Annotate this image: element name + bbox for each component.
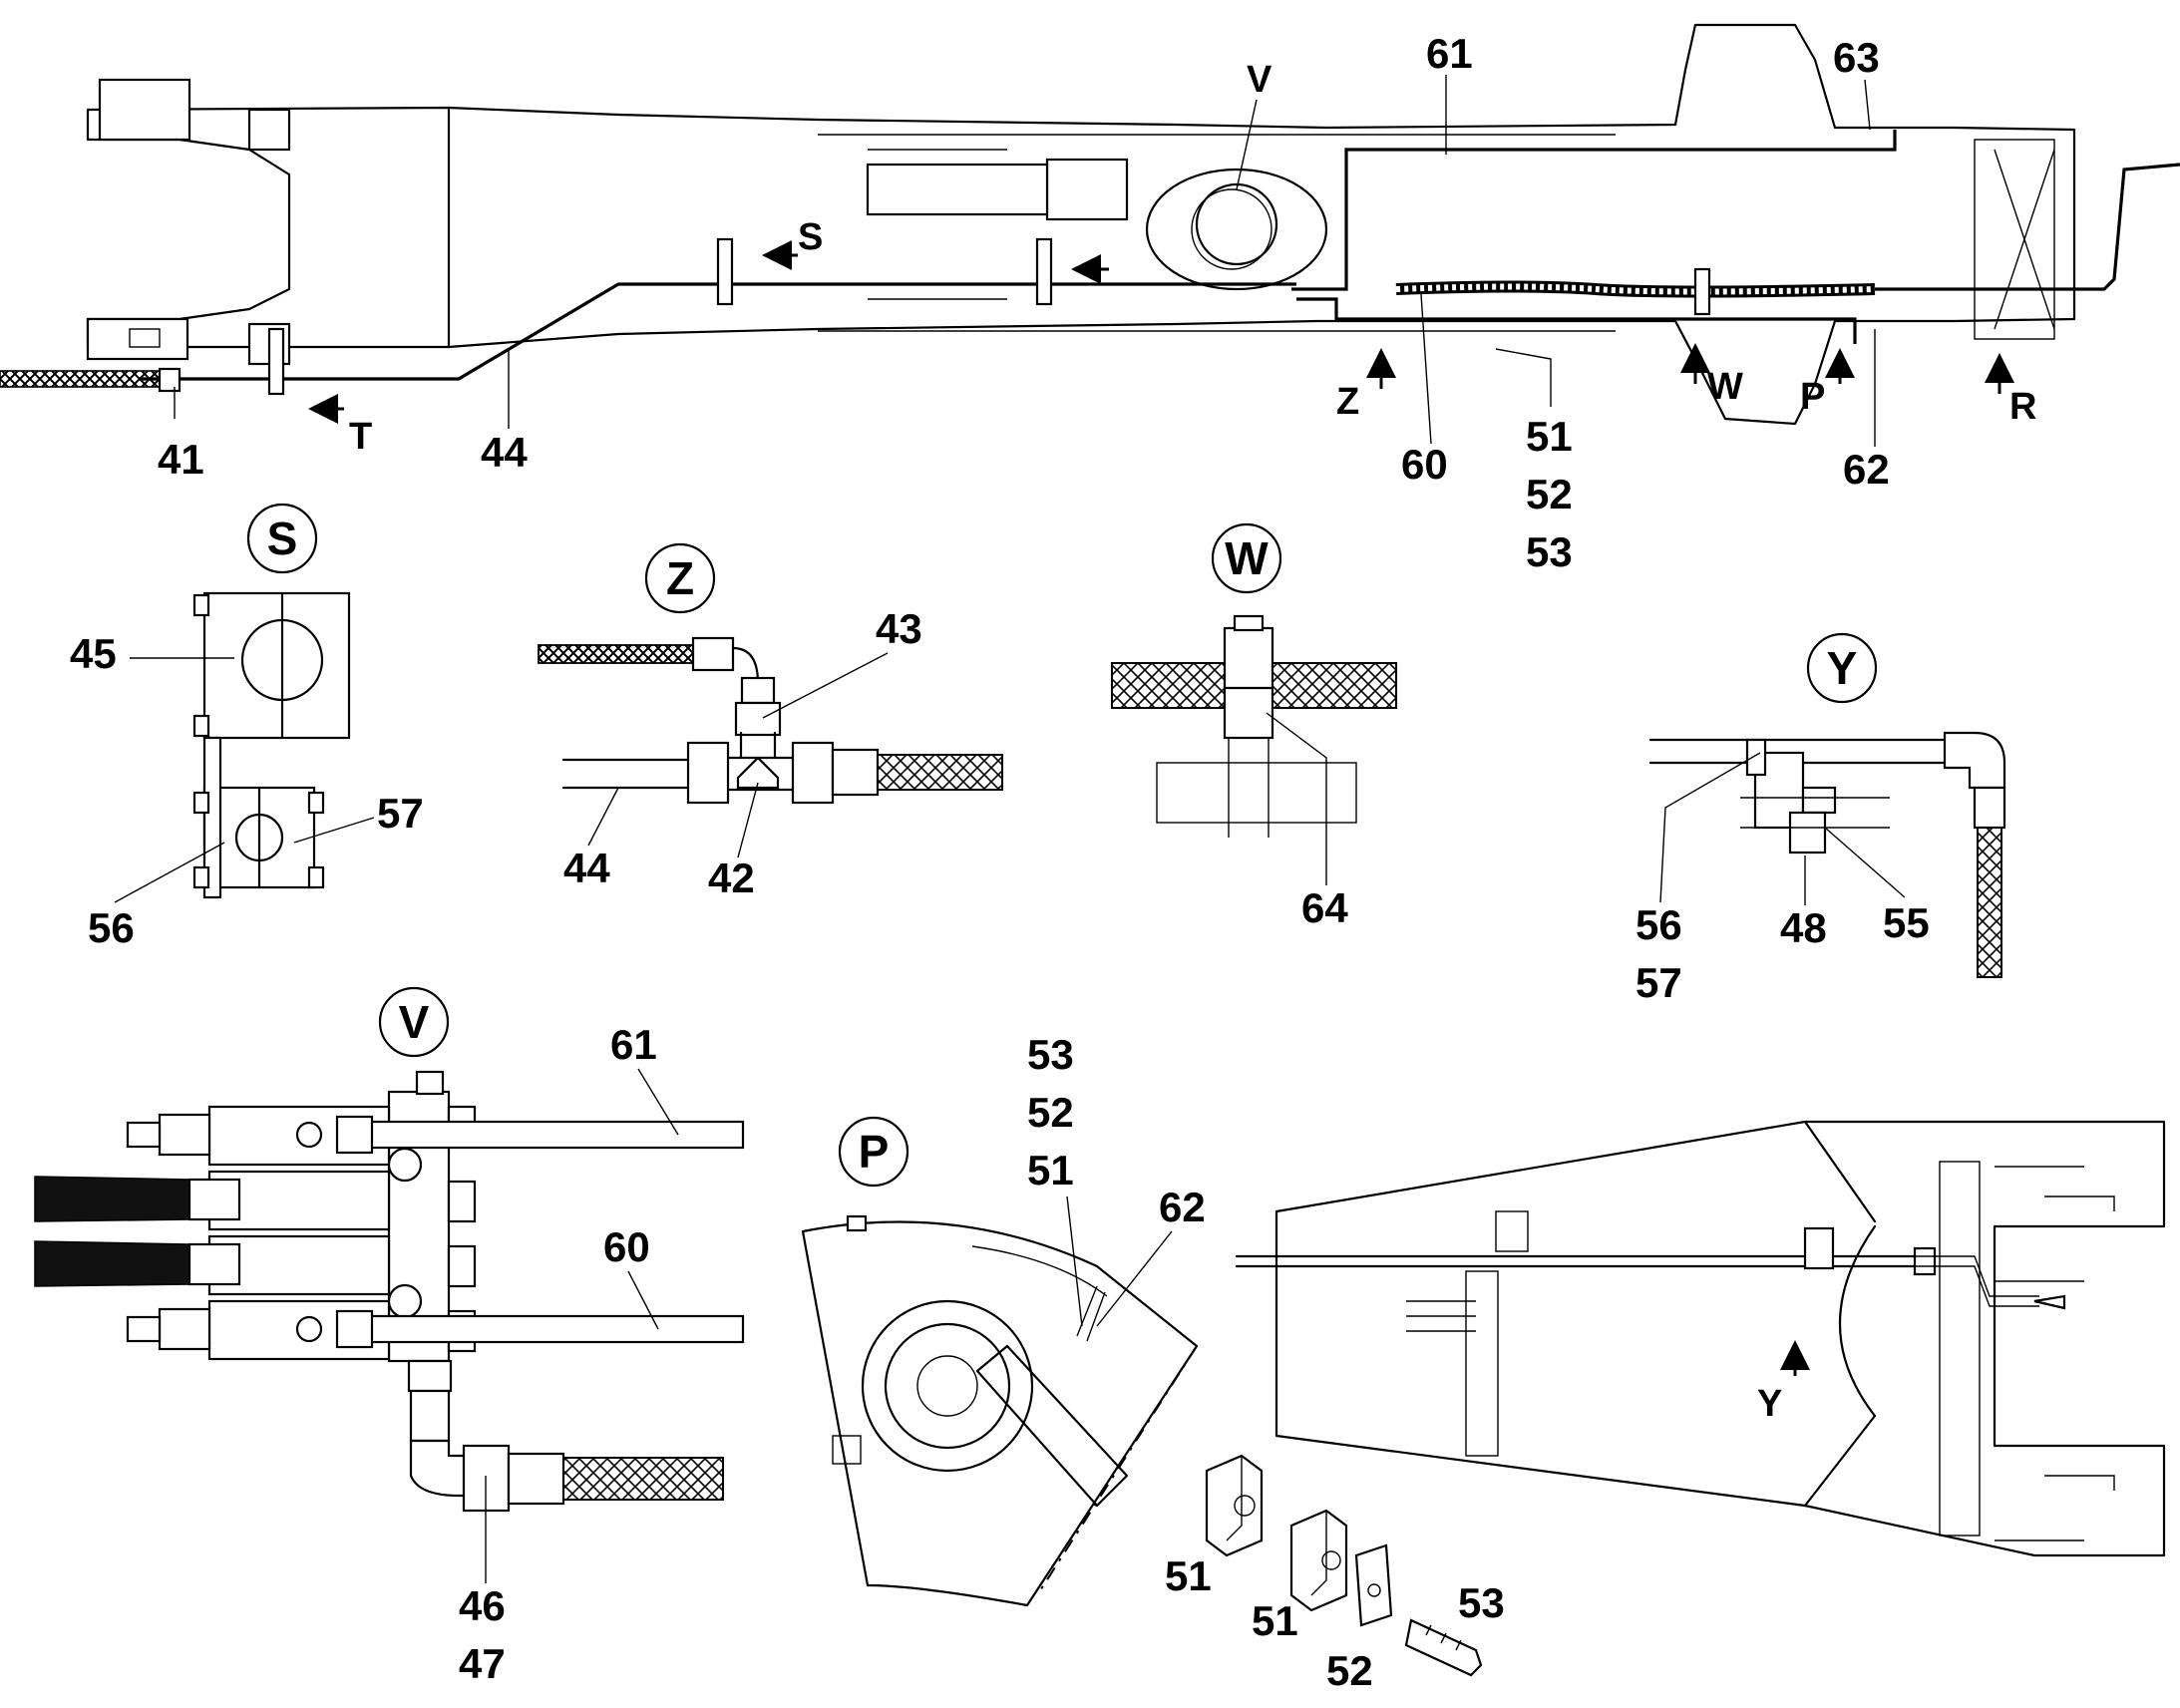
detail-y-callout-48: 48 bbox=[1780, 904, 1827, 951]
detail-p-callout-53: 53 bbox=[1027, 1031, 1074, 1078]
line-44 bbox=[140, 282, 1296, 381]
line-right bbox=[1875, 163, 2180, 291]
detail-s-callout-56: 56 bbox=[88, 904, 135, 951]
view-marker-r: R bbox=[2009, 386, 2036, 428]
detail-v-title: V bbox=[399, 996, 430, 1048]
part-callout-53: 53 bbox=[1458, 1579, 1505, 1626]
detail-z bbox=[538, 542, 1003, 805]
callout-44: 44 bbox=[481, 429, 528, 476]
detail-v-callout-60: 60 bbox=[603, 1223, 650, 1270]
detail-z-callout-42: 42 bbox=[708, 854, 755, 901]
detail-y-callout-55: 55 bbox=[1883, 899, 1930, 946]
callout-41: 41 bbox=[158, 436, 204, 483]
detail-y bbox=[1648, 632, 2006, 978]
detail-y-view bbox=[1235, 1120, 2166, 1557]
callout-62: 62 bbox=[1843, 446, 1890, 493]
detail-p-callout-51: 51 bbox=[1027, 1147, 1074, 1194]
detail-y-callout-57: 57 bbox=[1635, 959, 1682, 1006]
main-plan-view bbox=[0, 23, 2180, 426]
exploded-parts bbox=[1205, 1454, 1483, 1677]
callout-53: 53 bbox=[1526, 528, 1573, 575]
callout-63: 63 bbox=[1833, 34, 1880, 81]
detail-s-title: S bbox=[267, 512, 298, 564]
view-marker-s: S bbox=[798, 216, 823, 258]
callout-52: 52 bbox=[1526, 471, 1573, 517]
detail-z-title: Z bbox=[666, 552, 694, 604]
detail-v-callout-61: 61 bbox=[610, 1021, 657, 1068]
hose-41 bbox=[0, 370, 171, 388]
detail-p-callout-52: 52 bbox=[1027, 1089, 1074, 1136]
detail-z-callout-44: 44 bbox=[563, 845, 610, 891]
detail-w bbox=[1111, 522, 1397, 838]
view-marker-y: Y bbox=[1757, 1383, 1782, 1425]
detail-v bbox=[34, 986, 745, 1513]
view-marker-w: W bbox=[1707, 366, 1743, 408]
view-marker-t: T bbox=[349, 416, 372, 458]
callout-61: 61 bbox=[1426, 30, 1473, 77]
part-callout-52: 52 bbox=[1326, 1647, 1373, 1694]
line-62 bbox=[1296, 297, 1857, 344]
detail-s bbox=[192, 503, 351, 899]
detail-z-callout-43: 43 bbox=[876, 605, 922, 652]
view-marker-p: P bbox=[1800, 376, 1825, 418]
detail-p-callout-62: 62 bbox=[1159, 1184, 1206, 1230]
callout-60: 60 bbox=[1401, 441, 1448, 488]
view-marker-v: V bbox=[1247, 59, 1272, 101]
callout-51: 51 bbox=[1526, 413, 1573, 460]
detail-w-title: W bbox=[1225, 532, 1269, 584]
detail-p-title: P bbox=[859, 1126, 890, 1178]
detail-s-callout-57: 57 bbox=[377, 790, 424, 837]
line-61 bbox=[1291, 130, 1897, 291]
view-marker-z: Z bbox=[1336, 381, 1359, 423]
detail-y-callout-56: 56 bbox=[1635, 901, 1682, 948]
detail-w-callout-64: 64 bbox=[1301, 884, 1348, 931]
part-callout-51b: 51 bbox=[1252, 1597, 1298, 1644]
detail-v-callout-46: 46 bbox=[459, 1582, 506, 1629]
detail-v-callout-47: 47 bbox=[459, 1640, 506, 1687]
part-callout-51a: 51 bbox=[1165, 1552, 1212, 1599]
detail-y-title: Y bbox=[1827, 642, 1858, 694]
detail-s-callout-45: 45 bbox=[70, 630, 117, 677]
detail-p bbox=[801, 1116, 1199, 1607]
